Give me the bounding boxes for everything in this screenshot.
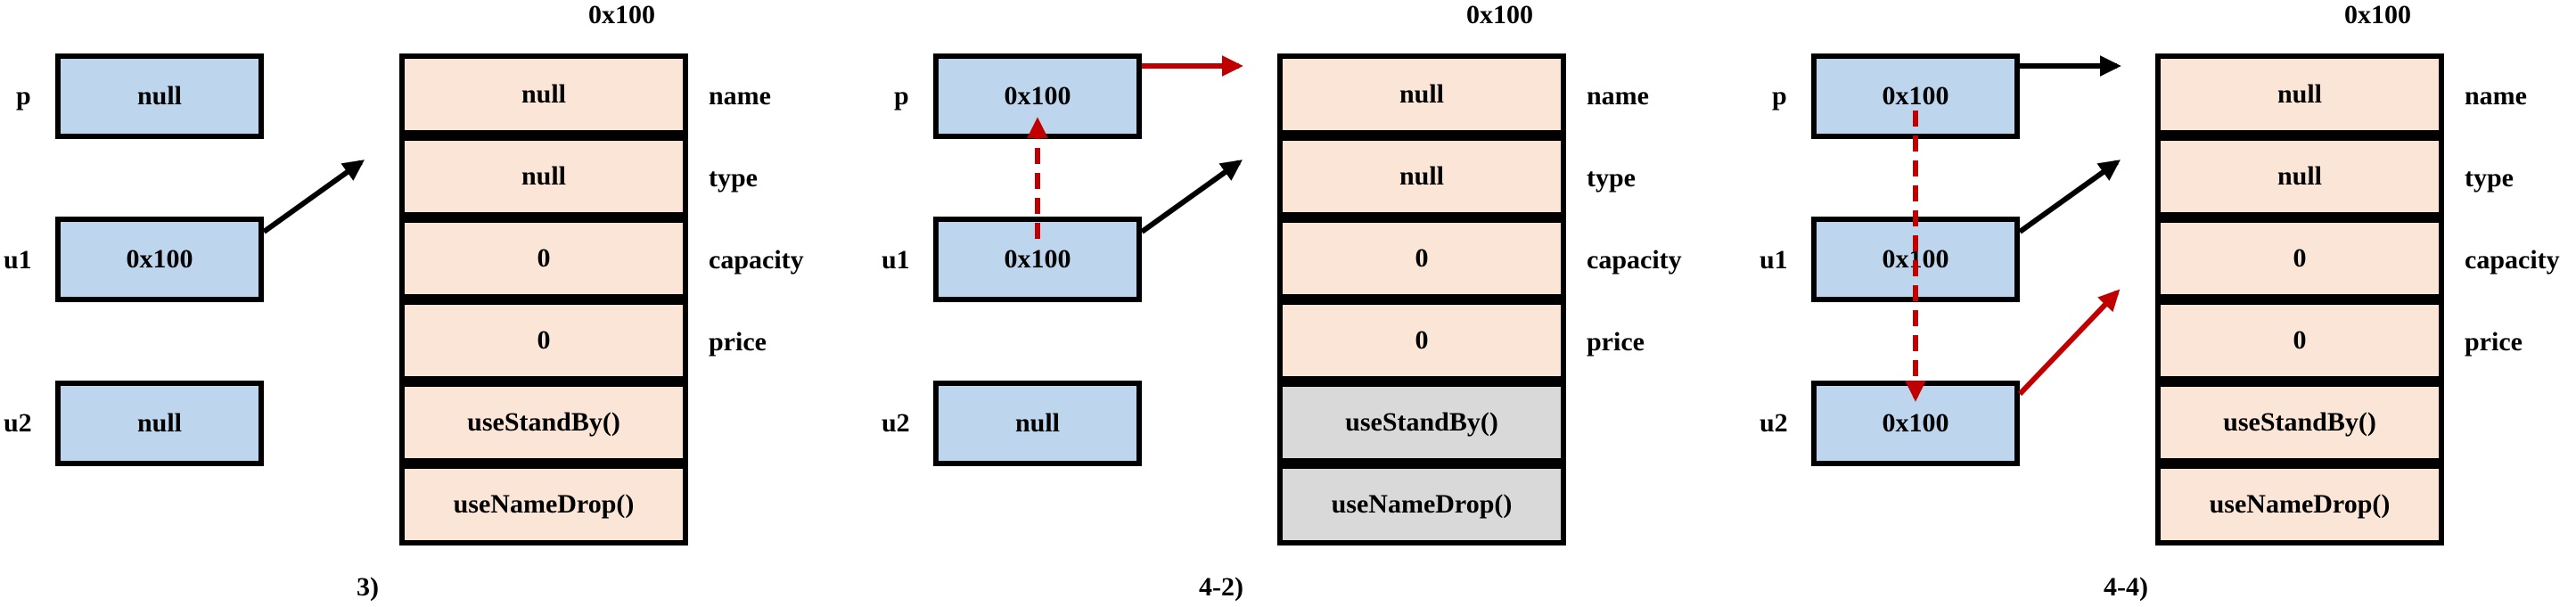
panel-4-4: 0x100 p 0x100 u1 0x100 u2 0x100 null nul…	[1756, 0, 2576, 607]
panel-3: 0x100 p null u1 0x100 u2 null null null …	[0, 0, 856, 607]
variable-box-u2: null	[55, 381, 264, 466]
panel-caption: 3)	[357, 572, 379, 602]
field-label-type: type	[709, 163, 758, 193]
field-cell-capacity: 0	[399, 217, 688, 299]
object-address: 0x100	[2344, 0, 2411, 29]
field-label-price: price	[709, 327, 767, 357]
arrow-u2-to-object	[2017, 289, 2121, 397]
field-label-name: name	[2465, 81, 2527, 111]
variable-box-p: 0x100	[933, 53, 1142, 139]
variable-box-p: 0x100	[1811, 53, 2020, 139]
field-cell-price: 0	[399, 299, 688, 381]
object-address: 0x100	[588, 0, 655, 29]
method-cell-usestandby: useStandBy()	[399, 381, 688, 463]
variable-box-p: null	[55, 53, 264, 139]
variable-label-p: p	[1772, 81, 1787, 111]
field-cell-price: 0	[1277, 299, 1566, 381]
field-cell-name: null	[2155, 53, 2444, 135]
field-label-name: name	[709, 81, 771, 111]
field-cell-type: null	[399, 135, 688, 217]
field-cell-price: 0	[2155, 299, 2444, 381]
field-label-price: price	[2465, 327, 2523, 357]
panel-caption: 4-2)	[1199, 572, 1243, 602]
field-label-type: type	[2465, 163, 2514, 193]
variable-label-u2: u2	[4, 408, 32, 438]
method-cell-usenamedrop: useNameDrop()	[2155, 463, 2444, 545]
variable-box-u1: 0x100	[55, 217, 264, 302]
method-cell-usenamedrop: useNameDrop()	[1277, 463, 1566, 545]
variable-label-p: p	[16, 81, 31, 111]
variable-box-u2: 0x100	[1811, 381, 2020, 466]
arrow-u1-to-object	[1140, 160, 1243, 234]
variable-box-u1: 0x100	[933, 217, 1142, 302]
field-label-capacity: capacity	[1587, 245, 1682, 275]
field-cell-name: null	[1277, 53, 1566, 135]
variable-label-u1: u1	[882, 245, 910, 275]
field-cell-type: null	[1277, 135, 1566, 217]
method-cell-usestandby: useStandBy()	[1277, 381, 1566, 463]
panel-4-2: 0x100 p 0x100 u1 0x100 u2 null null null…	[878, 0, 1734, 607]
variable-label-u1: u1	[4, 245, 32, 275]
field-label-price: price	[1587, 327, 1645, 357]
field-label-capacity: capacity	[2465, 245, 2560, 275]
method-cell-usestandby: useStandBy()	[2155, 381, 2444, 463]
field-cell-capacity: 0	[1277, 217, 1566, 299]
variable-label-p: p	[894, 81, 909, 111]
arrow-u1-to-object	[2018, 160, 2121, 234]
method-cell-usenamedrop: useNameDrop()	[399, 463, 688, 545]
field-label-name: name	[1587, 81, 1649, 111]
variable-label-u2: u2	[882, 408, 910, 438]
arrow-u1-to-object	[262, 160, 365, 234]
variable-label-u2: u2	[1760, 408, 1788, 438]
field-cell-capacity: 0	[2155, 217, 2444, 299]
object-address: 0x100	[1466, 0, 1533, 29]
field-cell-type: null	[2155, 135, 2444, 217]
field-label-type: type	[1587, 163, 1636, 193]
variable-box-u2: null	[933, 381, 1142, 466]
variable-box-u1: 0x100	[1811, 217, 2020, 302]
field-label-capacity: capacity	[709, 245, 804, 275]
variable-label-u1: u1	[1760, 245, 1788, 275]
field-cell-name: null	[399, 53, 688, 135]
panel-caption: 4-4)	[2104, 572, 2148, 602]
